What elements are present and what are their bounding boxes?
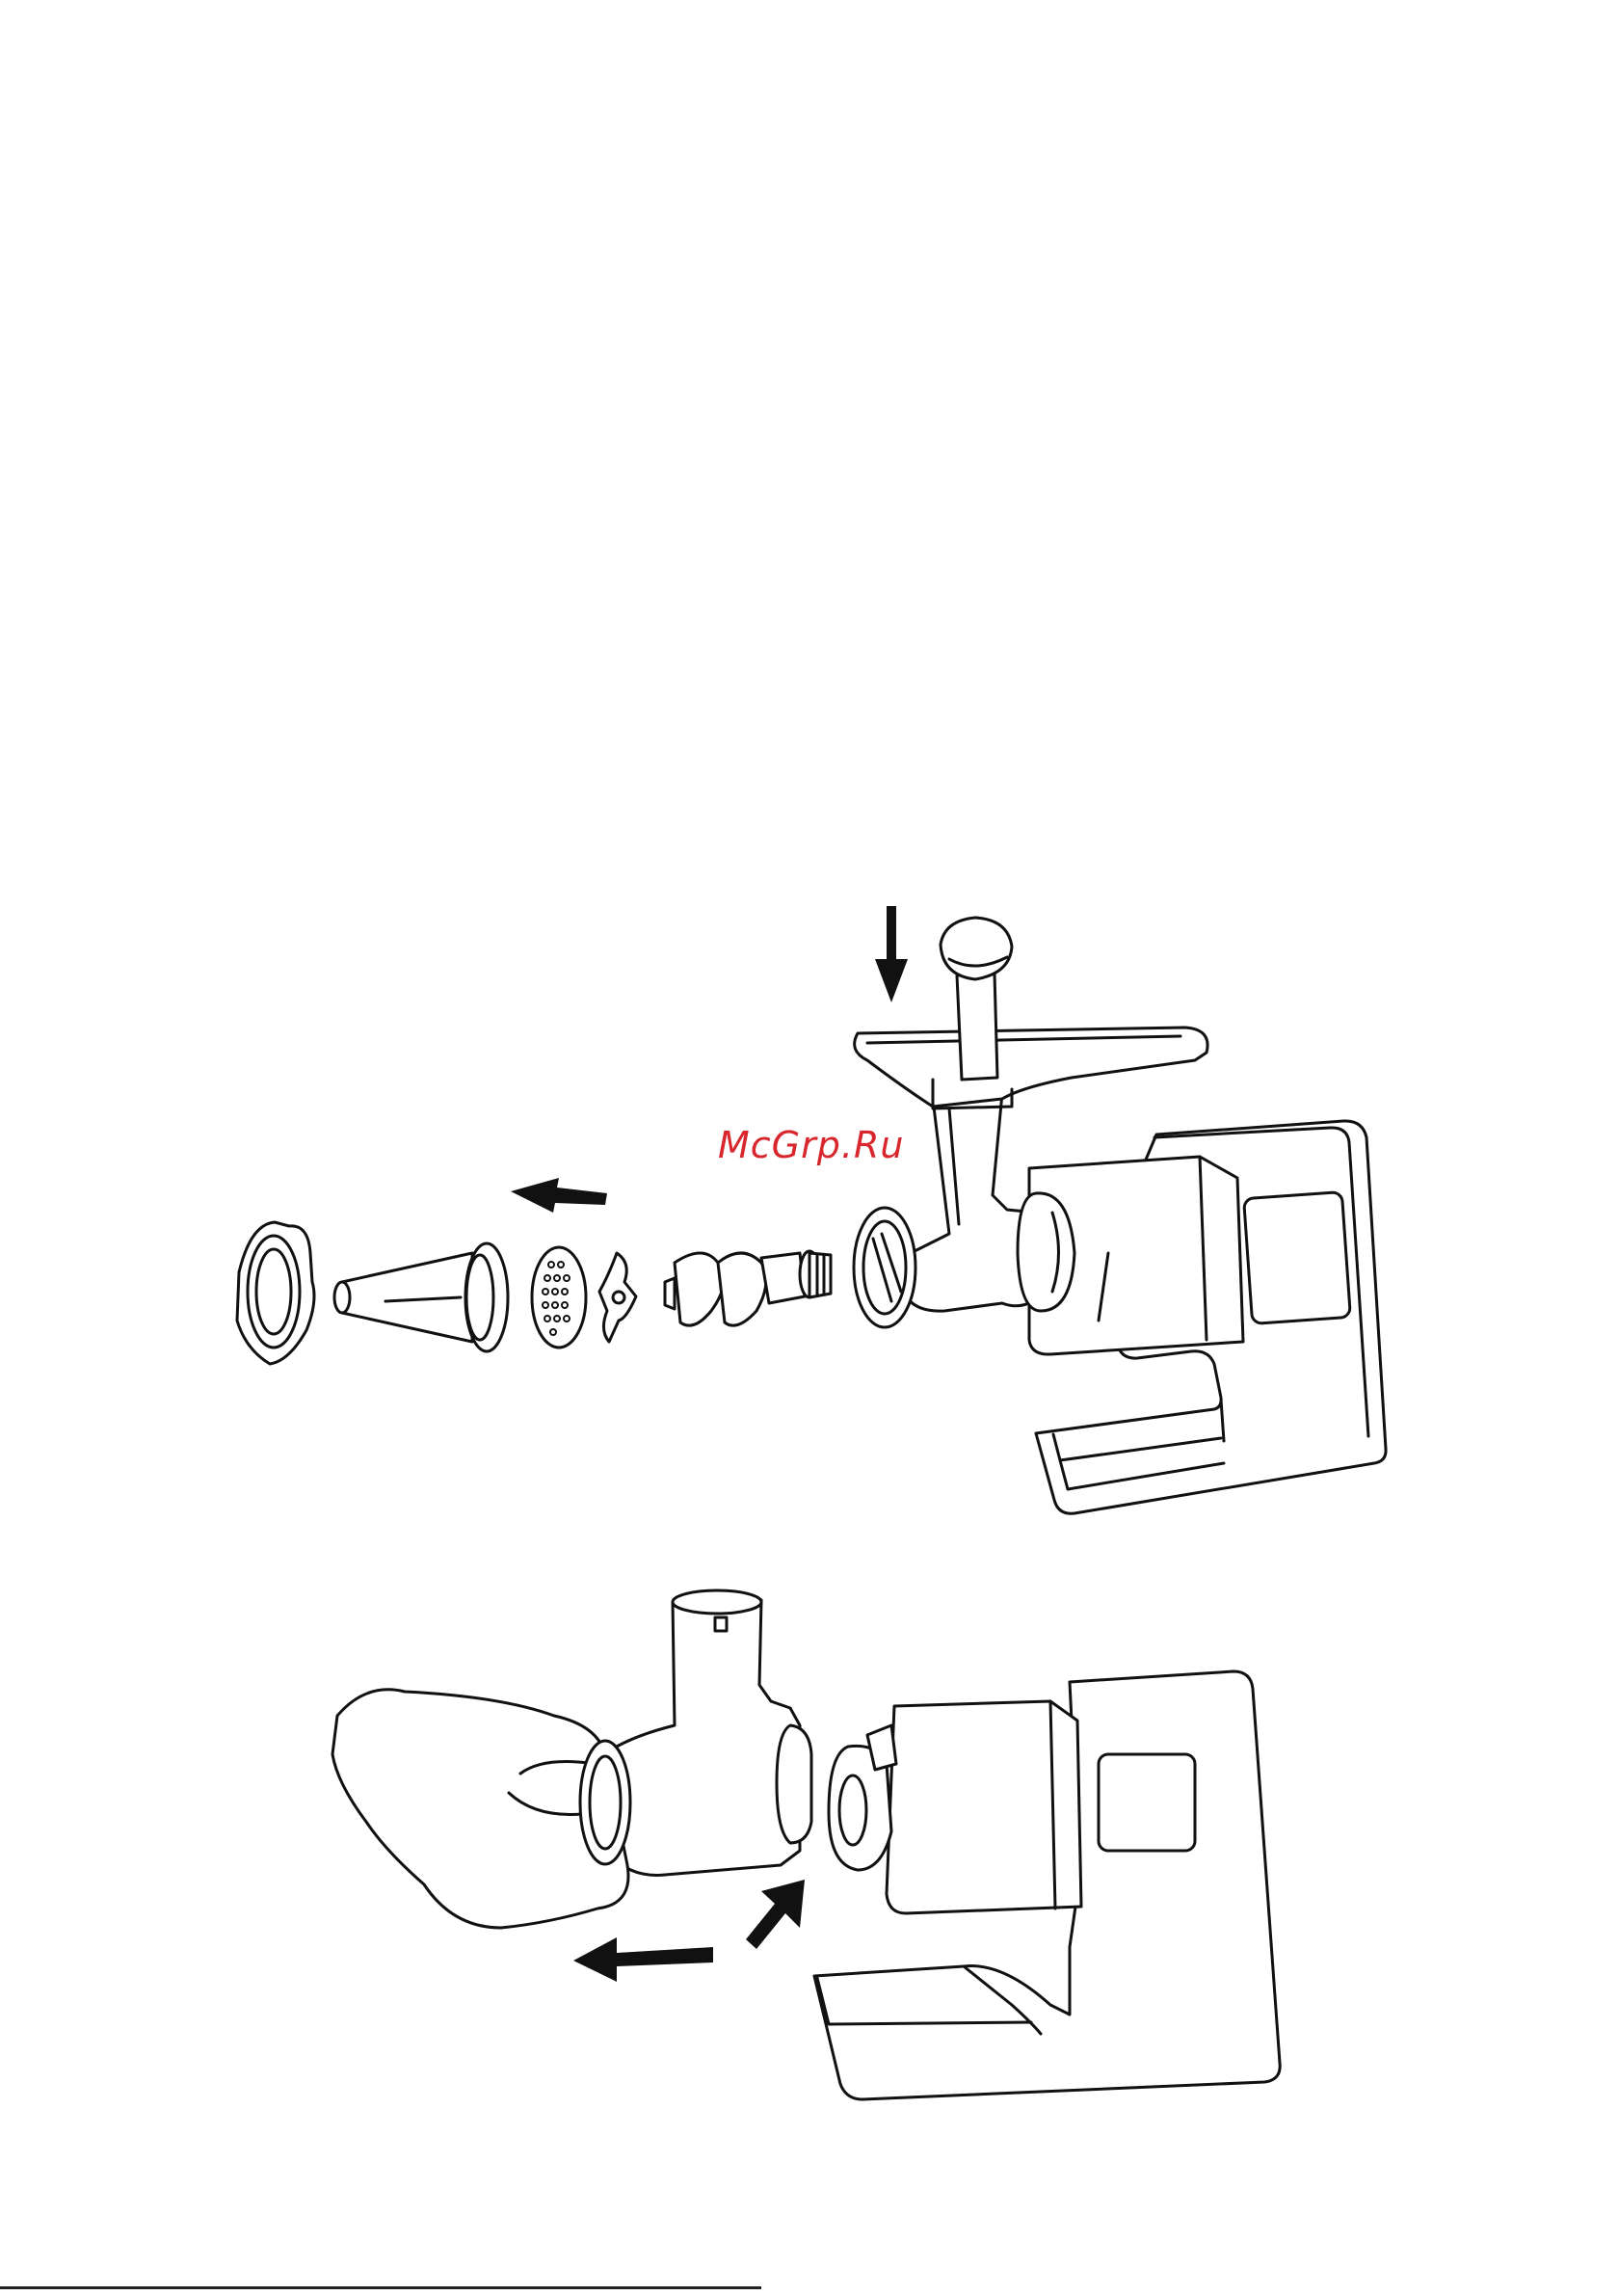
motor-body-2 [814,1671,1280,2099]
hand-holding-head [332,1590,811,1928]
footer-rule [0,2286,761,2289]
assembly-illustration [0,0,1618,1562]
left-arrow-icon-2 [573,1937,713,1982]
down-arrow-icon [875,906,908,1002]
left-arrow-icon [511,1178,607,1213]
motor-body [1029,1121,1386,1513]
watermark: McGrp.Ru [718,1124,904,1166]
exploded-parts [237,1222,831,1364]
up-right-arrow-icon [746,1880,805,1949]
